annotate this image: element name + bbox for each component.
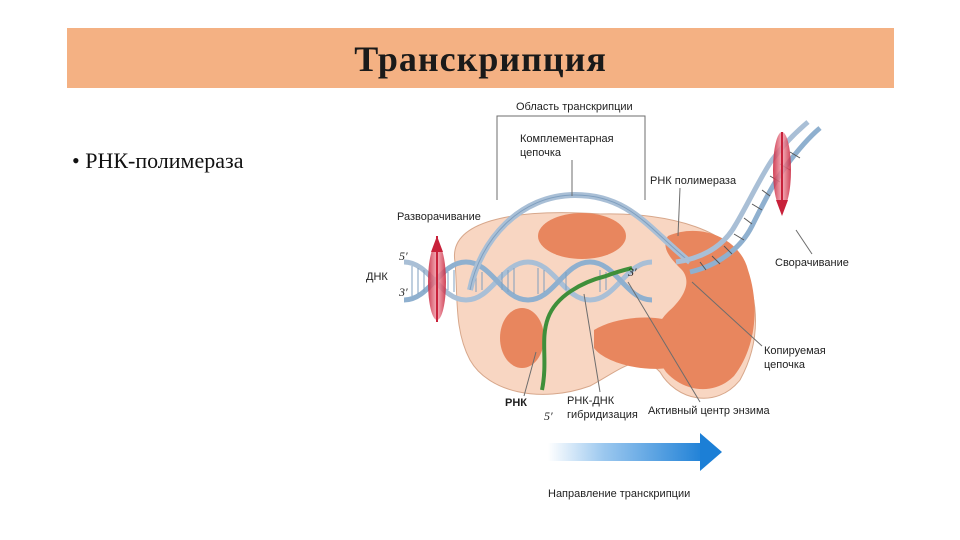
label-three-prime-left: 3′: [398, 285, 408, 299]
label-unwinding: Разворачивание: [397, 211, 481, 223]
slide-title: Транскрипция: [354, 39, 607, 79]
bullet-item: • РНК-полимераза: [72, 148, 243, 174]
label-rna: РНК: [505, 397, 527, 409]
unwinding-rotation-icon: [428, 236, 446, 322]
bullet-text: РНК-полимераза: [85, 148, 244, 173]
rna-polymerase-pointer: [677, 187, 681, 237]
label-rewinding: Сворачивание: [775, 257, 849, 269]
label-five-prime-top: 5′: [399, 249, 408, 263]
hybrid-pointer: [583, 293, 601, 393]
label-direction: Направление транскрипции: [548, 488, 690, 500]
bullet-mark: •: [72, 148, 80, 173]
rna-pointer: [523, 351, 537, 397]
label-five-prime-rna: 5′: [544, 409, 553, 423]
title-bar: Транскрипция: [67, 28, 894, 88]
rewinding-rotation-icon: [773, 132, 791, 216]
dna-helix-left: [403, 259, 653, 303]
label-hybrid-line2: гибридизация: [567, 409, 638, 421]
label-rna-polymerase: РНК полимераза: [650, 175, 737, 187]
enzyme-lobe-top: [538, 213, 626, 259]
label-transcription-region: Область транскрипции: [516, 101, 633, 113]
label-complementary-line1: Комплементарная: [520, 133, 614, 145]
label-template-line1: Копируемая: [764, 345, 826, 357]
transcription-region-bracket: [496, 115, 646, 200]
template-strand-pointer: [691, 281, 763, 347]
label-complementary-line2: цепочка: [520, 147, 562, 159]
rna-strand: [540, 266, 633, 391]
label-template-line2: цепочка: [764, 359, 806, 371]
enzyme-lobe-bottom: [594, 317, 694, 369]
label-hybrid-line1: РНК-ДНК: [567, 395, 615, 407]
label-three-prime-mid: 3′: [627, 265, 637, 279]
active-center-pointer: [627, 281, 701, 403]
direction-arrow: [548, 433, 722, 471]
label-dna: ДНК: [366, 271, 388, 283]
label-active-center: Активный центр энзима: [648, 405, 771, 417]
enzyme-lobe-left: [500, 308, 544, 368]
rewinding-pointer: [795, 229, 813, 255]
